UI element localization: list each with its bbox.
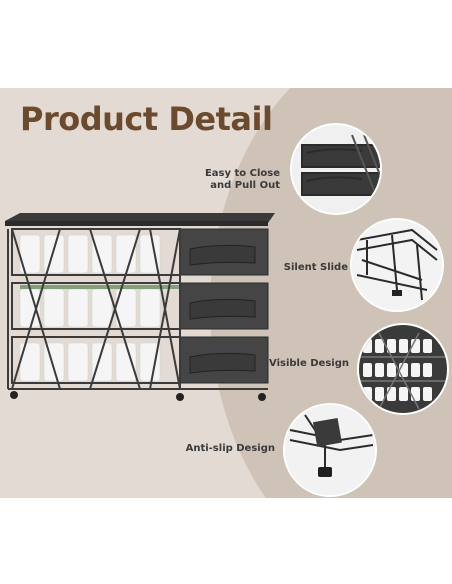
rack-tier-3 [11,336,269,384]
coffee-pod-drawer-rack [0,213,285,413]
detail-anti-slip [283,403,377,497]
rack-wire-frame [7,228,268,390]
rack-tier-2 [11,282,269,330]
feature-label-visible-design: Visible Design [269,358,349,369]
pod-grid-icon [359,325,447,413]
product-detail-panel: Product Detail Easy to Close and Pull Ou… [0,88,452,498]
detail-visible-design [357,323,449,415]
rack-top-edge [5,221,268,226]
feature-label-silent-slide: Silent Slide [283,262,348,273]
foot-pad-icon [285,405,375,495]
drawer-closeup-icon [292,125,380,213]
rack-foot-middle [176,393,184,401]
feature-label-anti-slip: Anti-slip Design [185,443,275,454]
slide-rail-icon [352,220,442,310]
detail-drawer-closeup [290,123,382,215]
rack-top-board [5,213,275,223]
page-title: Product Detail [20,100,273,138]
rack-foot-right [258,393,266,401]
rack-tier-1 [11,228,269,276]
rack-foot-left [10,391,18,399]
detail-slide-rail [350,218,444,312]
feature-label-easy-close: Easy to Close and Pull Out [204,168,280,191]
rack-illustration [5,213,275,401]
